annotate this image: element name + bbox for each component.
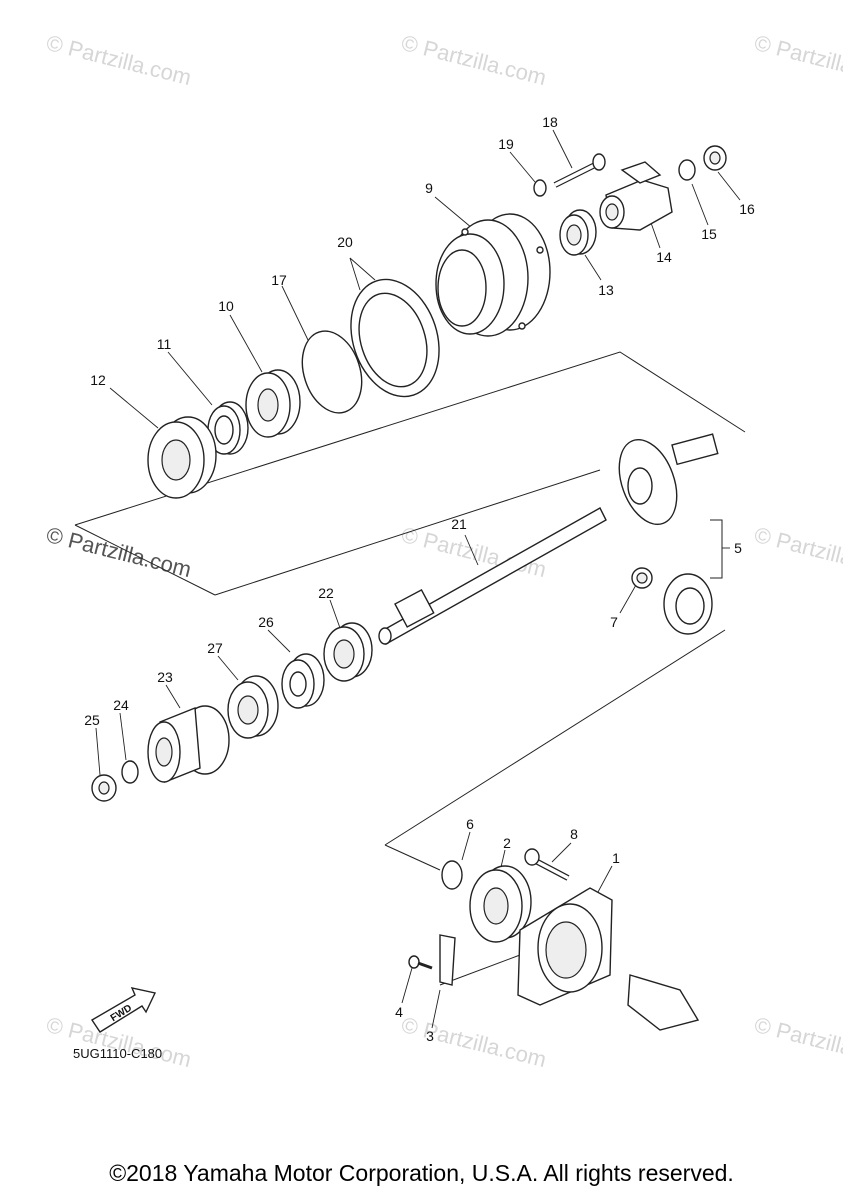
callout-9: 9: [425, 180, 433, 196]
callout-11: 11: [156, 336, 172, 352]
callout-13: 13: [598, 282, 614, 298]
part-16-nut: [703, 145, 727, 171]
part-26-ring-nut: [281, 653, 325, 709]
part-2-bearing: [469, 865, 532, 943]
callout-6: 6: [466, 816, 474, 832]
assembly-frame-line: [74, 524, 216, 596]
part-5-gear-set: [618, 433, 719, 635]
callout-2: 2: [503, 835, 511, 851]
callout-15: 15: [701, 226, 717, 242]
part-24-washer: [121, 760, 139, 784]
part-23-coupling: [147, 705, 230, 784]
assembly-frame-line: [384, 629, 726, 846]
part-7-nut: [631, 567, 653, 589]
part-11-ring-nut: [207, 401, 249, 455]
part-25-nut: [91, 774, 117, 802]
callout-25: 25: [84, 712, 100, 728]
callout-5: 5: [734, 540, 742, 556]
part-10-bearing: [245, 369, 301, 438]
callout-22: 22: [318, 585, 334, 601]
callout-4: 4: [395, 1004, 403, 1020]
fwd-arrow-icon: [91, 987, 157, 1033]
part-20-gasket: [350, 278, 440, 398]
callout-17: 17: [271, 272, 287, 288]
copyright-notice: ©2018 Yamaha Motor Corporation, U.S.A. A…: [109, 1160, 734, 1186]
callout-1: 1: [612, 850, 620, 866]
bracket-5: [710, 519, 723, 579]
part-18-bolt: [553, 153, 606, 188]
part-27-oil-seal: [227, 675, 279, 739]
callout-20: 20: [337, 234, 353, 250]
part-9-housing: [435, 213, 551, 337]
assembly-frame-line: [74, 351, 746, 526]
callout-16: 16: [739, 201, 755, 217]
callout-7: 7: [610, 614, 618, 630]
callout-8: 8: [570, 826, 578, 842]
assembly-frame-line: [439, 954, 521, 986]
callout-27: 27: [207, 640, 223, 656]
callout-21: 21: [451, 516, 467, 532]
callout-19: 19: [498, 136, 514, 152]
assembly-frame-line: [214, 469, 601, 596]
callout-3: 3: [426, 1028, 434, 1044]
part-22-bearing: [323, 622, 373, 682]
callout-10: 10: [218, 298, 234, 314]
part-15-washer: [678, 159, 696, 181]
callout-23: 23: [157, 669, 173, 685]
diagram-code: 5UG1110-C180: [73, 1046, 163, 1061]
part-8-bolt: [524, 848, 570, 881]
part-17-o-ring: [301, 330, 363, 414]
part-4-bolt: [408, 955, 433, 970]
part-13-oil-seal: [559, 209, 597, 256]
part-19-washer: [533, 179, 547, 197]
callout-14: 14: [656, 249, 672, 265]
callout-24: 24: [113, 697, 129, 713]
part-12-bearing: [147, 416, 217, 499]
part-14-yoke: [599, 161, 673, 231]
part-3-bracket: [439, 934, 456, 986]
callout-18: 18: [542, 114, 558, 130]
part-1-housing: [517, 887, 700, 1031]
callout-12: 12: [90, 372, 106, 388]
callout-26: 26: [258, 614, 274, 630]
part-6-shim: [441, 860, 463, 890]
part-21-shaft: [378, 507, 607, 645]
assembly-frame-line: [384, 844, 441, 871]
